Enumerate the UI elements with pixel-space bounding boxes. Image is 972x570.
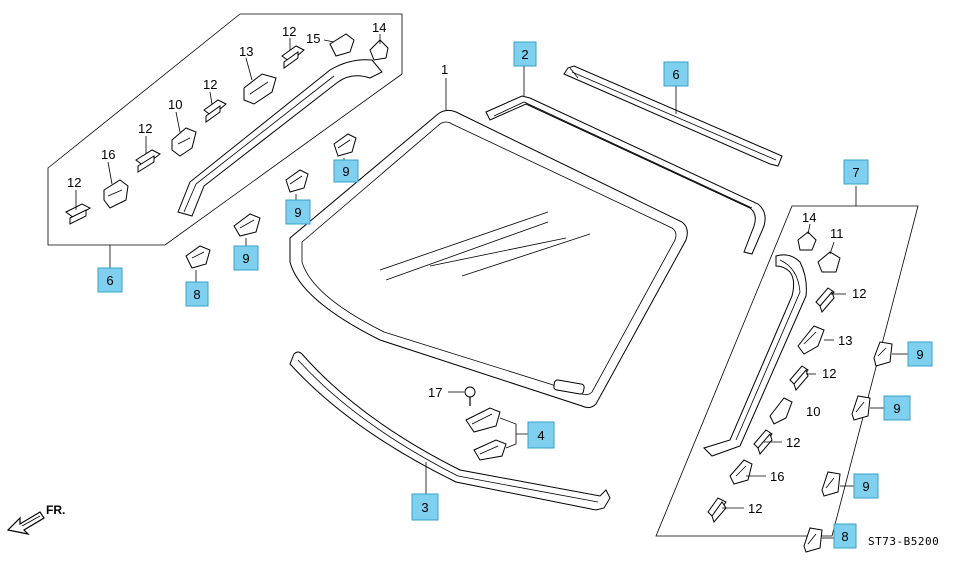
label-12-right-d: 12 <box>748 501 762 516</box>
svg-text:9: 9 <box>893 401 900 416</box>
svg-text:3: 3 <box>421 500 428 515</box>
left-bracket-9-b <box>285 169 309 193</box>
svg-text:6: 6 <box>672 67 679 82</box>
right-leaders <box>722 223 908 539</box>
callout-9-right-b: 9 <box>883 395 911 421</box>
callout-8-right: 8 <box>833 523 857 549</box>
retainer-4-b <box>473 439 507 461</box>
svg-text:8: 8 <box>841 529 848 544</box>
right-clip-12-c <box>753 429 773 455</box>
label-1: 1 <box>441 62 448 77</box>
left-clip-14 <box>369 39 389 61</box>
left-clip-15 <box>329 33 355 57</box>
callout-3: 3 <box>411 493 439 521</box>
svg-text:9: 9 <box>294 205 301 220</box>
svg-text:9: 9 <box>342 164 349 179</box>
front-direction-label: FR. <box>46 503 65 517</box>
right-clip-10 <box>769 397 793 425</box>
right-bracket-9-a <box>873 341 893 367</box>
label-12-left-d: 12 <box>282 24 296 39</box>
callout-9-right-a: 9 <box>907 341 933 367</box>
front-direction-arrow-icon <box>6 511 45 535</box>
left-clip-12-b <box>135 149 161 173</box>
left-clip-12-a <box>65 203 92 225</box>
left-leaders <box>75 34 381 282</box>
label-14-right: 14 <box>802 210 816 225</box>
right-clip-13 <box>797 325 825 355</box>
left-group-outline <box>47 13 403 246</box>
label-11-right: 16 <box>770 469 784 484</box>
left-bracket-8 <box>185 245 211 269</box>
callout-4: 4 <box>527 421 555 449</box>
molding-strip-5 <box>563 65 783 167</box>
right-clip-12-d <box>707 497 727 523</box>
left-bracket-9-a <box>233 213 261 237</box>
right-bracket-8 <box>803 527 823 553</box>
right-group-outline <box>655 205 919 537</box>
label-13-right: 13 <box>838 333 852 348</box>
right-clip-12-a <box>815 287 835 313</box>
label-16-right: 11 <box>830 226 844 241</box>
windshield-glass <box>289 109 688 409</box>
label-10-left: 10 <box>168 97 182 112</box>
callout-9-left-b: 9 <box>285 199 311 225</box>
right-clip-16 <box>817 251 841 273</box>
callout-7: 7 <box>843 159 869 185</box>
svg-text:9: 9 <box>862 479 869 494</box>
svg-text:2: 2 <box>521 47 528 62</box>
left-clip-10 <box>171 127 197 157</box>
screw-17 <box>464 386 476 406</box>
right-bracket-9-b <box>851 395 871 421</box>
label-14-left: 14 <box>372 20 386 35</box>
svg-text:9: 9 <box>916 347 923 362</box>
label-12-left-a: 12 <box>67 175 81 190</box>
callout-9-right-c: 9 <box>853 473 879 499</box>
left-bracket-9-c <box>333 133 357 157</box>
label-12-left-b: 12 <box>138 121 152 136</box>
left-clip-11 <box>103 179 129 209</box>
label-12-right-b: 12 <box>822 366 836 381</box>
left-clip-12-d <box>281 45 305 69</box>
label-12-right-a: 12 <box>852 286 866 301</box>
right-pillar-molding <box>703 254 807 457</box>
svg-text:7: 7 <box>852 165 859 180</box>
svg-text:9: 9 <box>242 251 249 266</box>
diagram-code: ST73-B5200 <box>868 535 939 548</box>
callout-5: 6 <box>663 61 689 87</box>
right-clip-12-b <box>789 365 809 391</box>
left-clip-12-c <box>203 99 227 123</box>
label-10-right: 10 <box>806 404 820 419</box>
label-11-left: 16 <box>101 147 115 162</box>
callout-9-left-c: 9 <box>333 159 359 183</box>
leader-4 <box>499 417 528 449</box>
label-17: 17 <box>428 385 442 400</box>
label-12-left-c: 12 <box>203 77 217 92</box>
right-bracket-9-c <box>821 471 841 497</box>
top-molding <box>485 95 766 255</box>
callout-8-left: 8 <box>185 281 209 307</box>
label-13-left: 13 <box>239 44 253 59</box>
callout-6: 6 <box>97 267 123 293</box>
svg-text:4: 4 <box>537 428 544 443</box>
callout-9-left-a: 9 <box>233 245 259 271</box>
label-15-left: 15 <box>306 31 320 46</box>
retainer-4-a <box>465 407 501 433</box>
bottom-molding <box>289 351 611 511</box>
svg-text:8: 8 <box>193 287 200 302</box>
right-clip-14 <box>797 231 817 251</box>
svg-text:6: 6 <box>106 273 113 288</box>
callout-2: 2 <box>513 41 537 67</box>
right-clip-11 <box>729 459 753 485</box>
left-pillar-molding <box>177 59 383 217</box>
left-clip-13 <box>243 73 277 105</box>
label-12-right-c: 12 <box>786 435 800 450</box>
